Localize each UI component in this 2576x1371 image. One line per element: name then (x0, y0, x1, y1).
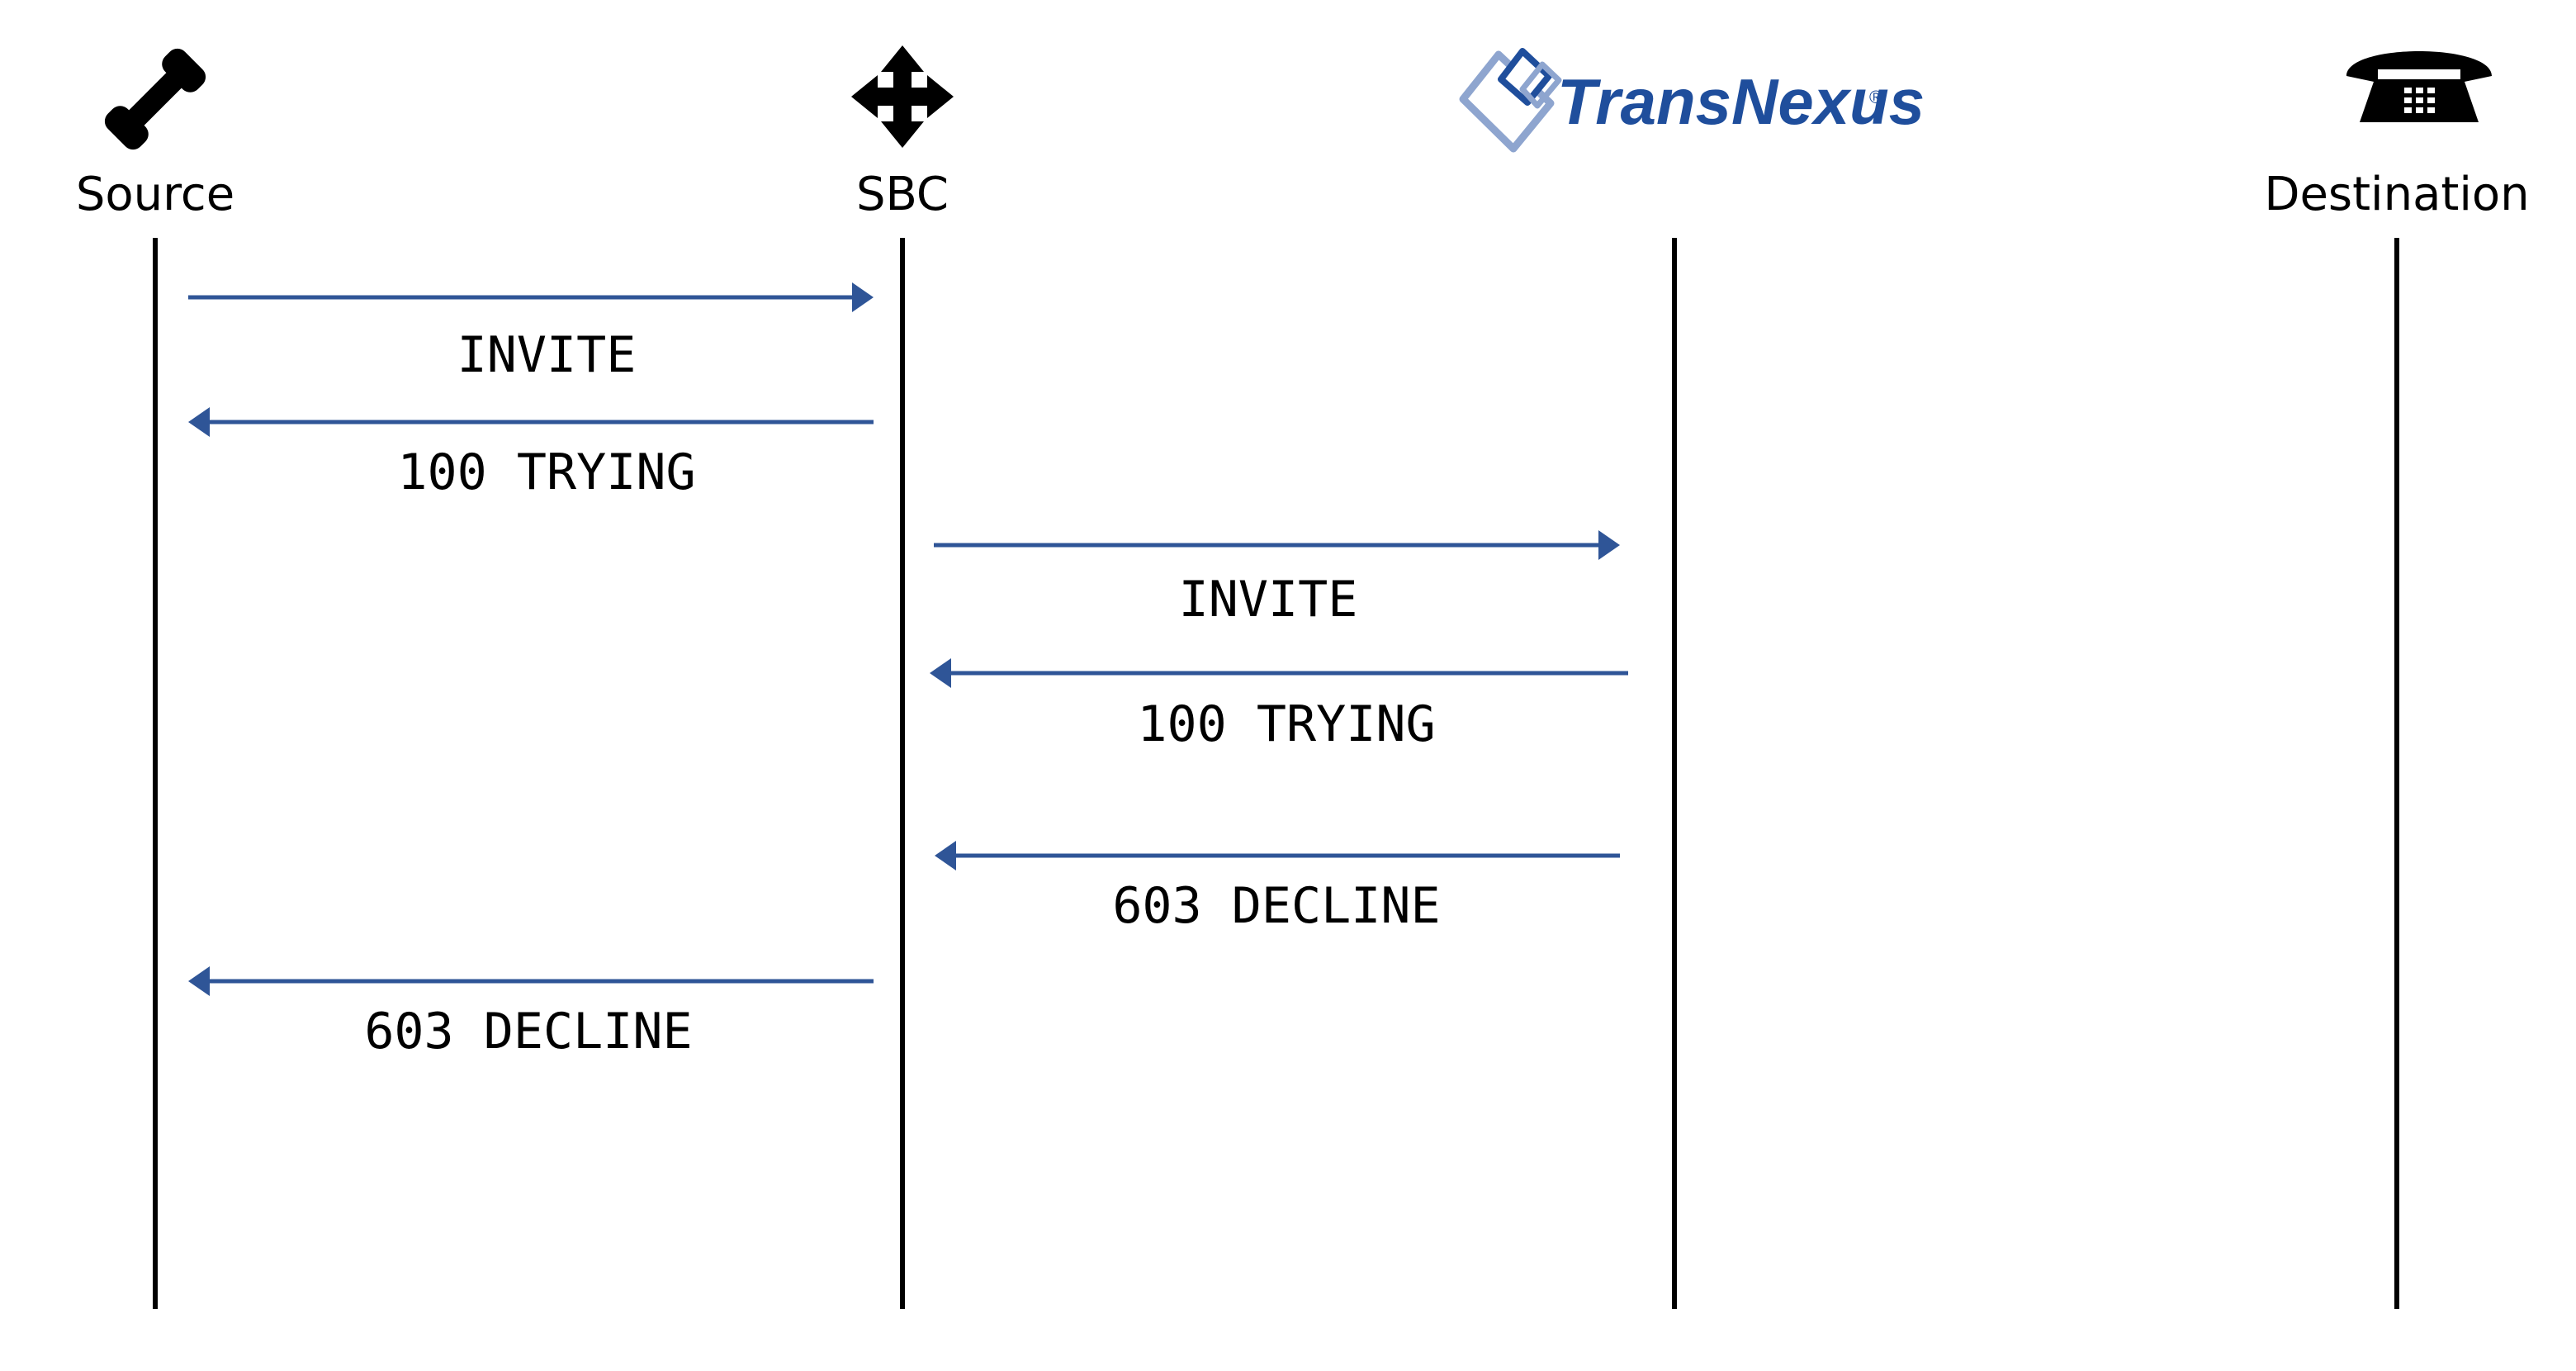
message-invite-source-to-sbc: INVITE (188, 282, 874, 384)
message-invite-sbc-to-transnexus: INVITE (934, 530, 1620, 629)
message-trying-sbc-to-source: 100 TRYING (188, 407, 874, 501)
transnexus-registered-mark: ® (1869, 87, 1882, 107)
message-decline-transnexus-to-sbc: 603 DECLINE (935, 841, 1620, 935)
move-arrows-icon (851, 45, 954, 148)
transnexus-logo-text: TransNexus (1557, 65, 1925, 138)
message-label: 603 DECLINE (364, 1003, 692, 1060)
participant-label-destination: Destination (2264, 168, 2529, 221)
phone-handset-icon (104, 48, 206, 150)
message-decline-sbc-to-source: 603 DECLINE (188, 966, 874, 1060)
message-trying-transnexus-to-sbc: 100 TRYING (930, 658, 1628, 753)
message-label: 603 DECLINE (1112, 877, 1440, 935)
message-label: INVITE (1179, 571, 1358, 629)
message-label: INVITE (457, 326, 637, 384)
participant-label-sbc: SBC (856, 168, 949, 221)
message-label: 100 TRYING (1137, 695, 1435, 753)
participant-label-source: Source (76, 168, 234, 221)
transnexus-logo: TransNexus ® (1459, 48, 1925, 153)
message-label: 100 TRYING (397, 444, 695, 501)
desk-telephone-icon (2346, 51, 2492, 122)
transnexus-logo-mark (1459, 48, 1562, 153)
